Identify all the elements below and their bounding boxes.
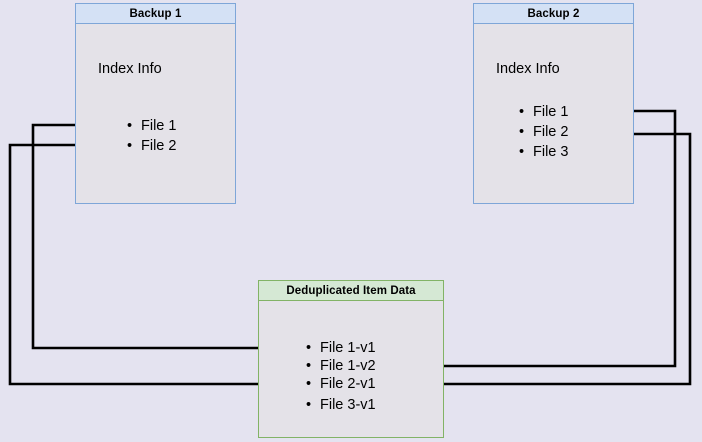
backup1-header: Backup 1	[75, 3, 236, 24]
backup1-file-list: File 1 File 2	[127, 117, 176, 155]
list-item: File 3	[519, 143, 568, 161]
backup1-file-label: File 1	[141, 118, 177, 134]
backup1-file-label: File 2	[141, 138, 177, 154]
dedup-item-label: File 2-v1	[320, 376, 376, 392]
list-item: File 2	[519, 123, 568, 141]
list-item: File 3-v1	[306, 396, 376, 415]
list-item: File 1-v1	[306, 339, 376, 358]
backup2-file-label: File 2	[533, 124, 569, 140]
dedup-box: Deduplicated Item Data File 1-v1 File 1-…	[258, 280, 444, 438]
backup2-box: Backup 2 Index Info File 1 File 2 File 3	[473, 3, 634, 204]
list-item: File 2	[127, 137, 176, 155]
backup2-title: Backup 2	[527, 7, 580, 20]
backup2-file-label: File 1	[533, 104, 569, 120]
dedup-item-list: File 1-v1 File 1-v2 File 2-v1 File 3-v1	[306, 339, 376, 415]
backup1-body: Index Info File 1 File 2	[75, 24, 236, 204]
backup2-index-label: Index Info	[496, 61, 560, 77]
list-item: File 1	[127, 117, 176, 135]
dedup-item-label: File 1-v2	[320, 358, 376, 374]
backup2-header: Backup 2	[473, 3, 634, 24]
backup1-index-label: Index Info	[98, 61, 162, 77]
list-item: File 2-v1	[306, 375, 376, 394]
backup2-body: Index Info File 1 File 2 File 3	[473, 24, 634, 204]
dedup-body: File 1-v1 File 1-v2 File 2-v1 File 3-v1	[258, 301, 444, 438]
backup2-file-label: File 3	[533, 144, 569, 160]
dedup-item-label: File 3-v1	[320, 397, 376, 413]
backup1-title: Backup 1	[129, 7, 182, 20]
list-item: File 1	[519, 103, 568, 121]
list-item: File 1-v2	[306, 357, 376, 376]
dedup-header: Deduplicated Item Data	[258, 280, 444, 301]
backup1-box: Backup 1 Index Info File 1 File 2	[75, 3, 236, 204]
dedup-item-label: File 1-v1	[320, 340, 376, 356]
backup2-file-list: File 1 File 2 File 3	[519, 103, 568, 161]
dedup-title: Deduplicated Item Data	[286, 284, 416, 297]
